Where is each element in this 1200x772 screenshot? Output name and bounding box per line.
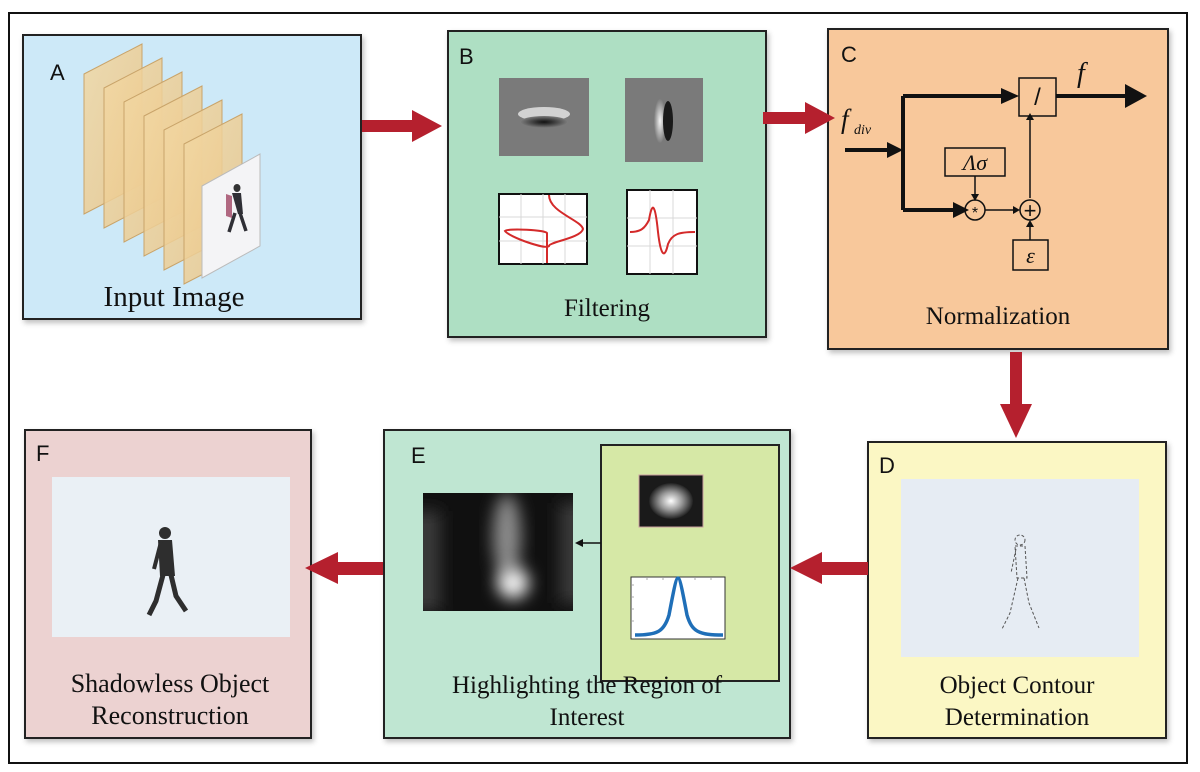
diagram-frame [8,12,1188,764]
gaussian-kernel-image [638,474,704,528]
panel-normalization: C f div f / Λσ * [827,28,1169,350]
filter-kernels [498,78,703,275]
panel-highlighting-roi: E [383,429,791,739]
normalization-block-diagram: f div f / Λσ * + ε [841,58,1147,271]
horizontal-filter-profile-plot [498,193,588,265]
vertical-filter-profile-plot [626,189,698,275]
multiply-node [964,199,986,221]
contour-image [901,479,1139,657]
gaussian-curve-plot [630,576,726,640]
panel-d-letter: D [879,453,895,478]
saliency-illustration [423,444,780,682]
output-signal-label: f [1077,58,1088,89]
input-signal-subscript: div [854,123,872,138]
multiply-symbol: * [972,205,978,222]
panel-b-caption: Filtering [563,295,651,322]
lambda-sigma-box [944,147,1006,177]
division-box [1018,77,1057,117]
panel-e-letter: E [411,443,426,468]
sum-node [1019,199,1041,221]
panel-a-letter: A [50,60,65,85]
division-symbol: / [1034,84,1041,111]
walking-person-silhouette [146,527,189,617]
vertical-gabor-kernel-image [625,78,703,162]
image-stack-illustration [83,43,261,285]
panel-shadowless-reconstruction: F Shadowless Object Reconstruction [24,429,312,739]
panel-d-caption-line1: Object Contour [939,672,1095,699]
panel-c-caption: Normalization [925,303,1071,330]
panel-e-caption-line1: Highlighting the Region of [451,672,723,699]
panel-input-image: A Input Image [22,34,362,320]
panel-f-letter: F [36,441,50,466]
panel-d-caption-line2: Determination [944,704,1090,731]
epsilon-label: ε [1026,243,1035,268]
sum-symbol: + [1024,198,1037,223]
panel-e-caption-line2: Interest [549,704,625,731]
roi-heatmap [423,493,573,611]
horizontal-gabor-kernel-image [499,78,589,156]
panel-b-letter: B [459,44,474,69]
panel-object-contour: D Object Contour Determination [867,441,1167,739]
panel-f-caption-line2: Reconstruction [91,701,249,730]
panel-filtering: B [447,30,767,338]
lambda-sigma-label: Λσ [961,150,988,175]
panel-f-caption-line1: Shadowless Object [70,669,270,698]
epsilon-box [1012,239,1049,271]
walking-person-contour [1001,534,1040,630]
panel-a-caption: Input Image [103,281,245,313]
reconstructed-object-image [52,477,290,637]
input-signal-label: f [841,104,852,134]
panel-c-letter: C [841,42,857,67]
walking-person-silhouette [226,184,248,233]
